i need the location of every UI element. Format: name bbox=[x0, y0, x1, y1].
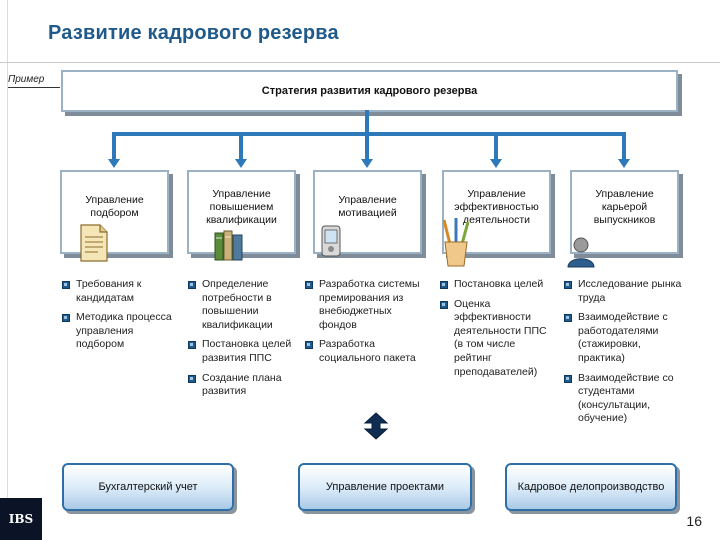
ibs-logo: IBS bbox=[0, 498, 42, 540]
list-item: Взаимодействие со студентами (консультац… bbox=[564, 372, 686, 426]
category-title: Управление повышением квалификации bbox=[206, 188, 277, 226]
category-title: Управление карьерой выпускников bbox=[593, 188, 656, 226]
bullet-list-motivation: Разработка системы премирования из внебю… bbox=[305, 278, 427, 372]
arrow-down-icon bbox=[235, 159, 247, 168]
bullet-icon bbox=[440, 300, 448, 309]
bullet-icon bbox=[62, 314, 70, 323]
category-recruitment: Управление подбором bbox=[60, 170, 169, 254]
category-motivation: Управление мотивацией bbox=[313, 170, 422, 254]
arrow-down-icon bbox=[618, 159, 630, 168]
category-career: Управление карьерой выпускников bbox=[570, 170, 679, 254]
bullet-list-career: Исследование рынка труда Взаимодействие … bbox=[564, 278, 686, 432]
category-title: Управление эффективностью деятельности bbox=[454, 188, 539, 226]
bullet-list-training: Определение потребности в повышении квал… bbox=[188, 278, 300, 405]
hr-records-box: Кадровое делопроизводство bbox=[505, 463, 677, 511]
list-item: Определение потребности в повышении квал… bbox=[188, 278, 300, 332]
list-item: Взаимодействие с работодателями (стажиро… bbox=[564, 311, 686, 365]
document-icon bbox=[80, 224, 108, 262]
bullet-icon bbox=[564, 281, 572, 289]
list-item: Разработка системы премирования из внебю… bbox=[305, 278, 427, 332]
accounting-box: Бухгалтерский учет bbox=[62, 463, 234, 511]
list-item: Требования к кандидатам bbox=[62, 278, 172, 305]
list-item: Оценка эффективности деятельности ППС (в… bbox=[440, 298, 552, 380]
category-performance: Управление эффективностью деятельности bbox=[442, 170, 551, 254]
bullet-icon bbox=[305, 341, 313, 350]
branch-connector bbox=[112, 132, 116, 159]
bullet-icon bbox=[564, 374, 572, 383]
project-management-box: Управление проектами bbox=[298, 463, 472, 511]
category-title: Управление подбором bbox=[85, 194, 144, 219]
page-number: 16 bbox=[686, 513, 702, 529]
arrow-down-icon bbox=[490, 159, 502, 168]
bullet-icon bbox=[62, 281, 70, 289]
bullet-icon bbox=[188, 341, 196, 350]
pda-icon bbox=[321, 225, 341, 257]
list-item: Создание плана развития bbox=[188, 372, 300, 399]
arrow-down-icon bbox=[108, 159, 120, 168]
example-underline bbox=[8, 87, 60, 88]
double-arrow-icon bbox=[363, 412, 389, 440]
user-icon bbox=[567, 237, 595, 268]
books-icon bbox=[214, 230, 243, 261]
list-item: Исследование рынка труда bbox=[564, 278, 686, 305]
bullet-list-recruitment: Требования к кандидатам Методика процесс… bbox=[62, 278, 172, 358]
branch-connector bbox=[622, 132, 626, 159]
list-item: Разработка социального пакета bbox=[305, 338, 427, 365]
bullet-list-performance: Постановка целей Оценка эффективности де… bbox=[440, 278, 552, 385]
horizontal-connector bbox=[112, 132, 626, 136]
trunk-connector bbox=[365, 110, 369, 134]
bullet-icon bbox=[440, 281, 448, 289]
list-item: Постановка целей bbox=[440, 278, 552, 292]
list-item: Постановка целей развития ППС bbox=[188, 338, 300, 365]
page-title: Развитие кадрового резерва bbox=[48, 22, 339, 44]
pencil-cup-icon bbox=[442, 218, 470, 267]
left-guide-line bbox=[7, 0, 8, 540]
list-item: Методика процесса управления подбором bbox=[62, 311, 172, 352]
branch-connector bbox=[365, 132, 369, 159]
category-title: Управление мотивацией bbox=[338, 194, 397, 219]
bullet-icon bbox=[305, 281, 313, 289]
branch-connector bbox=[239, 132, 243, 159]
branch-connector bbox=[494, 132, 498, 159]
strategy-box: Стратегия развития кадрового резерва bbox=[61, 70, 678, 112]
bullet-icon bbox=[188, 374, 196, 383]
bullet-icon bbox=[188, 281, 196, 289]
arrow-down-icon bbox=[361, 159, 373, 168]
bullet-icon bbox=[564, 314, 572, 323]
title-divider bbox=[0, 62, 720, 63]
example-label: Пример bbox=[8, 74, 45, 85]
